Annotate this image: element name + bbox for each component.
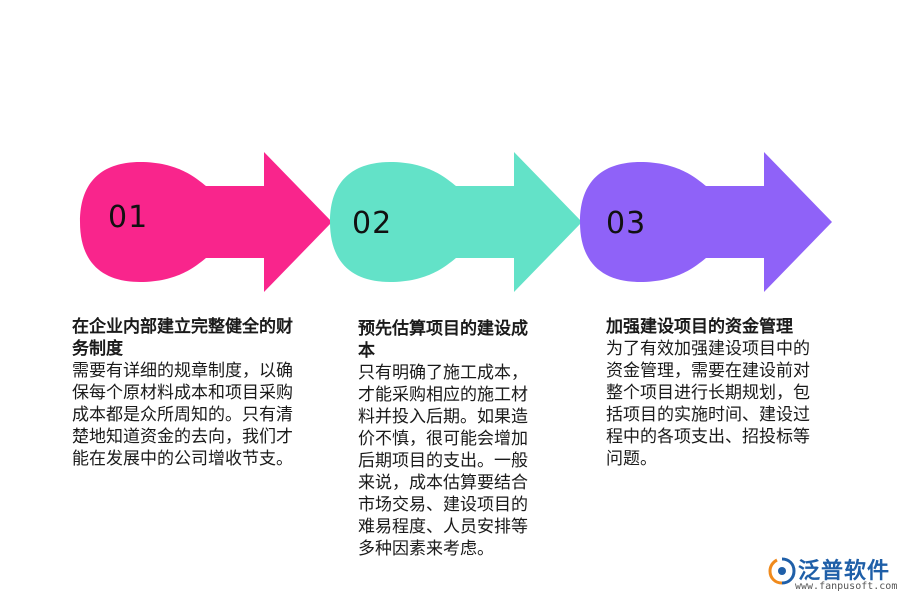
step-3-title: 加强建设项目的资金管理	[606, 316, 846, 338]
step-1-text: 在企业内部建立完整健全的财 务制度 需要有详细的规章制度，以确 保每个原材料成本…	[72, 316, 332, 470]
step-1-body-line: 楚地知道资金的去向，我们才	[72, 427, 293, 447]
step-3-arrow: 03	[578, 150, 838, 295]
step-3-body-line: 括项目的实施时间、建设过	[606, 405, 810, 425]
step-3-body-line: 资金管理，需要在建设前对	[606, 361, 810, 381]
step-1-number: 01	[108, 200, 149, 235]
step-1-body-line: 成本都是众所周知的。只有清	[72, 405, 293, 425]
step-2-body: 只有明确了施工成本， 才能采购相应的施工材 料并投入后期。如果造 价不慎，很可能…	[358, 362, 558, 560]
arrow-shape-3	[580, 152, 832, 292]
step-2-body-line: 后期项目的支出。一般	[358, 451, 528, 471]
step-2-body-line: 价不慎，很可能会增加	[358, 429, 528, 449]
logo-icon	[768, 557, 796, 585]
brand-logo: 泛普软件 www.fanpusoft.com	[765, 552, 898, 596]
step-1-title-line: 务制度	[72, 339, 123, 359]
logo-url: www.fanpusoft.com	[795, 581, 898, 592]
step-2-arrow: 02	[328, 150, 588, 295]
step-2-title: 预先估算项目的建设成 本	[358, 318, 558, 362]
step-3-number: 03	[606, 206, 647, 241]
step-2-body-line: 难易程度、人员安排等	[358, 517, 528, 537]
step-2-body-line: 只有明确了施工成本，	[358, 363, 528, 383]
step-1-body-line: 需要有详细的规章制度，以确	[72, 361, 293, 381]
step-1-title-line: 在企业内部建立完整健全的财	[72, 317, 293, 337]
step-3-body-line: 程中的各项支出、招投标等	[606, 427, 810, 447]
step-2-number: 02	[352, 206, 393, 241]
step-3-title-line: 加强建设项目的资金管理	[606, 317, 793, 337]
step-3-body-line: 整个项目进行长期规划，包	[606, 383, 810, 403]
step-1-body: 需要有详细的规章制度，以确 保每个原材料成本和项目采购 成本都是众所周知的。只有…	[72, 360, 332, 470]
logo-name: 泛普软件	[798, 559, 891, 584]
step-2-title-line: 预先估算项目的建设成	[358, 319, 528, 339]
step-2-body-line: 料并投入后期。如果造	[358, 407, 528, 427]
step-2-title-line: 本	[358, 341, 375, 361]
step-1-body-line: 保每个原材料成本和项目采购	[72, 383, 293, 403]
arrow-shape-1	[80, 152, 332, 292]
step-2-body-line: 市场交易、建设项目的	[358, 495, 528, 515]
step-1-title: 在企业内部建立完整健全的财 务制度	[72, 316, 332, 360]
step-3-body-line: 问题。	[606, 449, 657, 469]
step-2-body-line: 来说，成本估算要结合	[358, 473, 528, 493]
step-3-body-line: 为了有效加强建设项目中的	[606, 339, 810, 359]
step-1-body-line: 能在发展中的公司增收节支。	[72, 449, 293, 469]
step-3-body: 为了有效加强建设项目中的 资金管理，需要在建设前对 整个项目进行长期规划，包 括…	[606, 338, 846, 470]
step-2-body-line: 多种因素来考虑。	[358, 539, 494, 559]
arrow-shape-2	[330, 152, 582, 292]
step-2-text: 预先估算项目的建设成 本 只有明确了施工成本， 才能采购相应的施工材 料并投入后…	[358, 318, 558, 560]
step-1-arrow: 01	[78, 150, 338, 295]
step-3-text: 加强建设项目的资金管理 为了有效加强建设项目中的 资金管理，需要在建设前对 整个…	[606, 316, 846, 470]
step-2-body-line: 才能采购相应的施工材	[358, 385, 528, 405]
